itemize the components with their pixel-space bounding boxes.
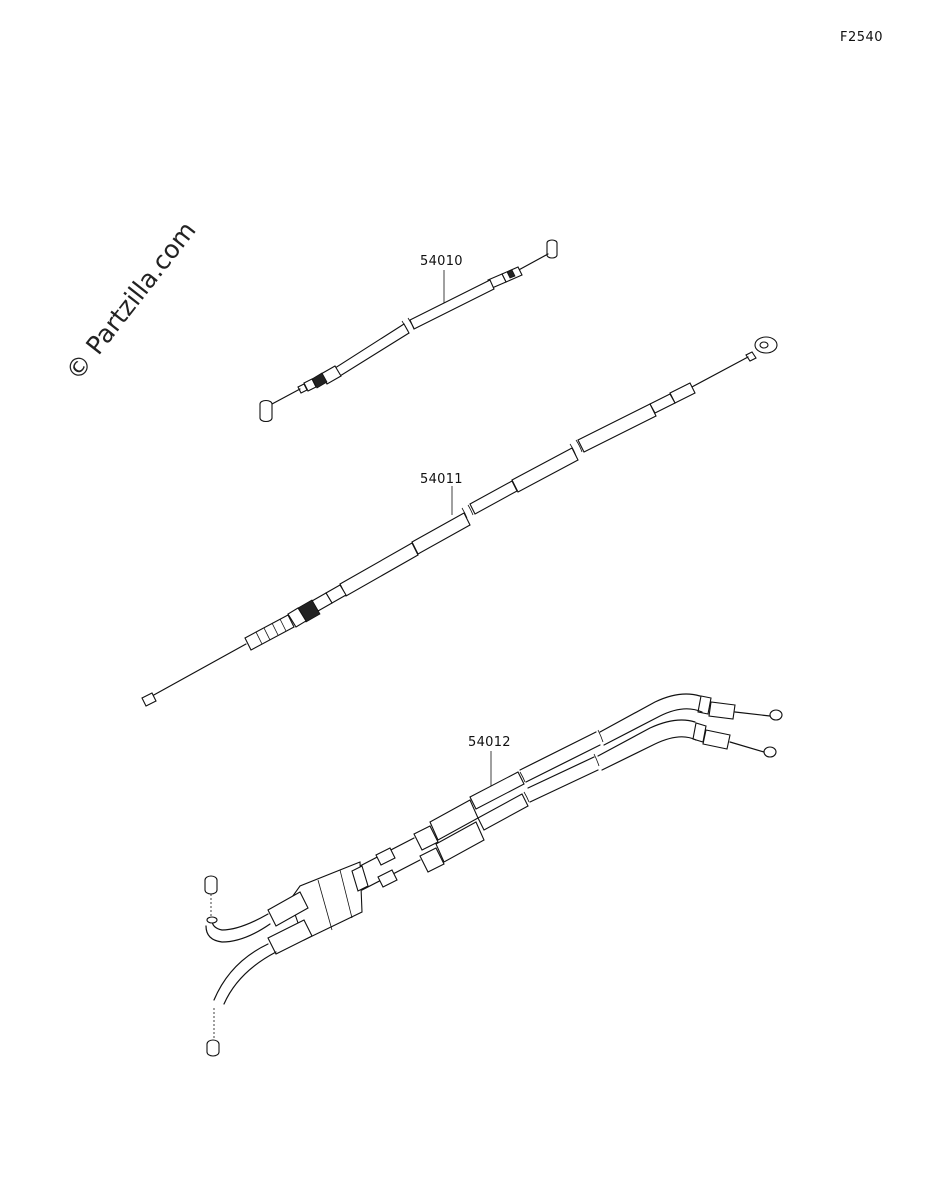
cable-end-barrel (763, 709, 783, 758)
cable-end-barrel (546, 239, 558, 259)
part-label-54010[interactable]: 54010 (420, 254, 463, 269)
figure-reference-code: F2540 (840, 30, 884, 45)
junction-block (289, 861, 369, 941)
cable-54011[interactable] (141, 336, 778, 707)
cable-end-barrel (141, 692, 157, 707)
cable-end-barrel (259, 399, 273, 423)
cable-end-barrel (204, 875, 218, 924)
cable-end-eye (745, 336, 778, 362)
part-label-54012[interactable]: 54012 (468, 735, 511, 750)
part-label-54011[interactable]: 54011 (420, 472, 463, 487)
cable-54010[interactable] (259, 239, 558, 423)
cable-54012[interactable] (204, 693, 783, 1057)
cable-end-barrel (206, 1008, 220, 1057)
